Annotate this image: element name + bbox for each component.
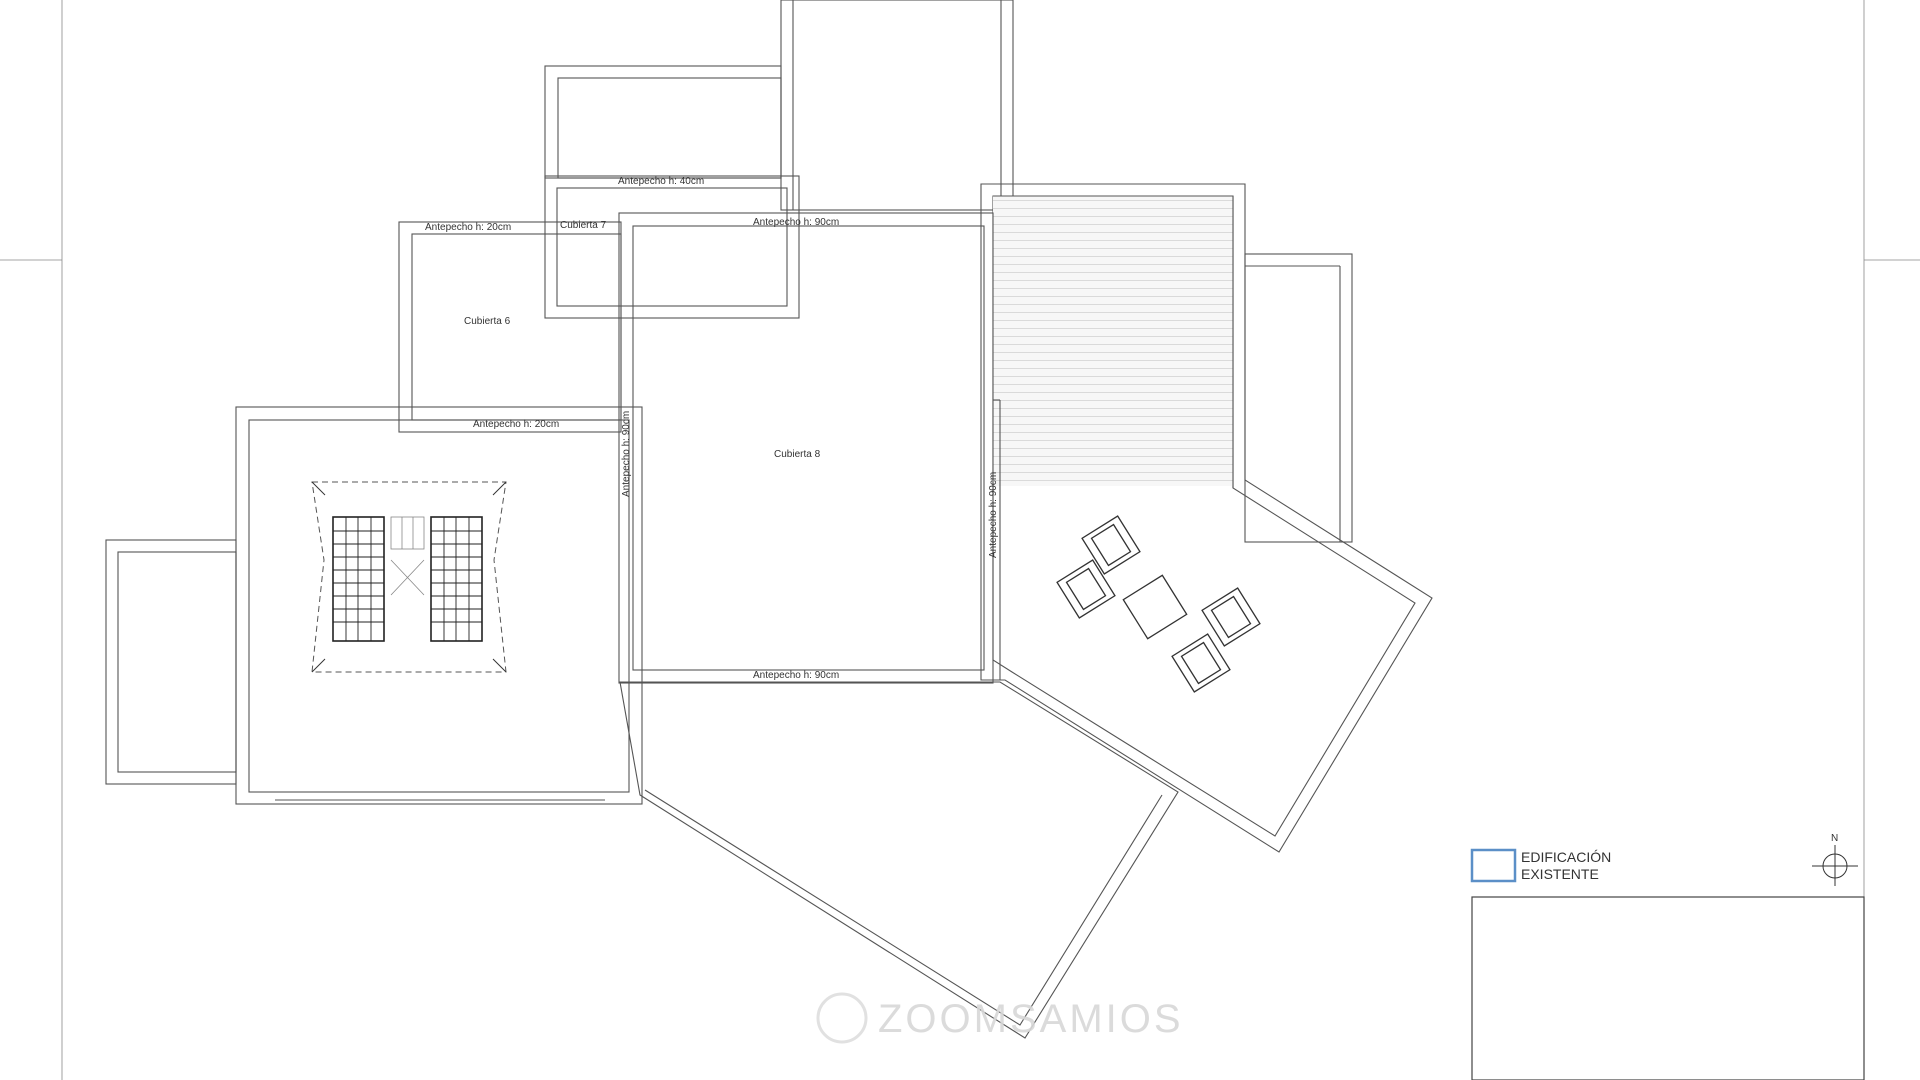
sunbed-pair	[311, 481, 507, 673]
cubierta-6-roof	[398, 221, 622, 433]
left-small-roof	[105, 539, 237, 785]
label-antepecho-20-top: Antepecho h: 20cm	[425, 222, 511, 233]
watermark: ZOOMSAMIOS	[816, 992, 1184, 1044]
legend-swatch	[1470, 848, 1517, 883]
north-label: N	[1831, 833, 1838, 844]
label-antepecho-90-left-vertical: Antepecho h: 90cm	[621, 411, 632, 497]
label-cubierta-7: Cubierta 7	[560, 220, 607, 231]
label-antepecho-90-bottom: Antepecho h: 90cm	[753, 670, 839, 681]
watermark-text: ZOOMSAMIOS	[878, 997, 1184, 1041]
north-arrow-icon: N	[1812, 833, 1858, 886]
label-cubierta-8: Cubierta 8	[774, 449, 821, 460]
right-side-roof	[1244, 253, 1353, 543]
legend: EDIFICACIÓN EXISTENTE	[1470, 848, 1611, 883]
legend-line-2: EXISTENTE	[1521, 866, 1599, 882]
legend-line-1: EDIFICACIÓN	[1521, 849, 1611, 865]
cubierta-8-roof	[618, 212, 1001, 684]
right-terrace	[980, 183, 1433, 853]
left-terrace	[235, 406, 643, 805]
label-antepecho-90-top: Antepecho h: 90cm	[753, 217, 839, 228]
cubierta-7-roof	[544, 175, 800, 319]
lower-rotated-roof	[619, 681, 1179, 1039]
label-antepecho-90-right-vertical: Antepecho h: 90cm	[988, 472, 999, 558]
label-cubierta-6: Cubierta 6	[464, 316, 511, 327]
label-antepecho-20-mid: Antepecho h: 20cm	[473, 419, 559, 430]
top-strip-roof	[780, 0, 1014, 211]
patio-furniture	[1056, 515, 1261, 693]
upper-small-roof	[544, 65, 782, 179]
label-antepecho-40: Antepecho h: 40cm	[618, 176, 704, 187]
title-block	[1471, 896, 1865, 1080]
